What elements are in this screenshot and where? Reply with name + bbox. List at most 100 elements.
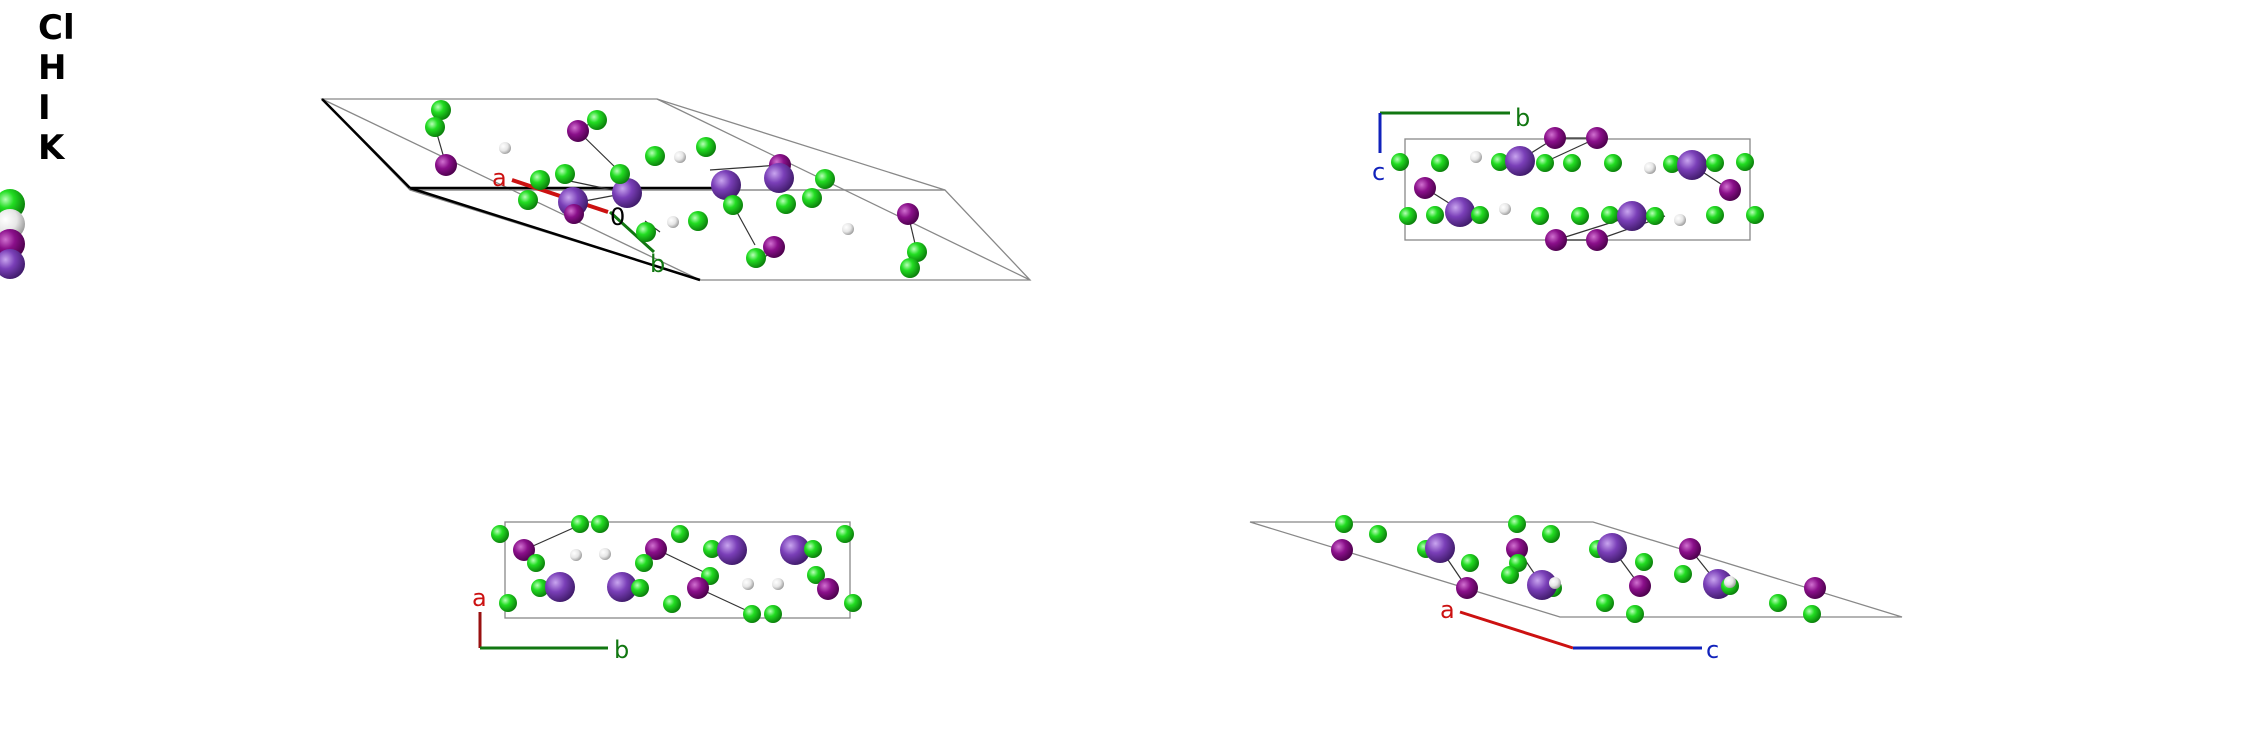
atom-i (564, 204, 584, 224)
atom-cl (555, 164, 575, 184)
atom-cl (635, 554, 653, 572)
atom-i (897, 203, 919, 225)
atom-h (674, 151, 686, 163)
atom-h (499, 142, 511, 154)
atom-cl (703, 540, 721, 558)
atom-i (817, 578, 839, 600)
atom-cl (804, 540, 822, 558)
atom-cl (776, 194, 796, 214)
atom-cl (631, 579, 649, 597)
origin-label: 0 (610, 203, 625, 231)
atom-i (1679, 538, 1701, 560)
atom-cl (1508, 515, 1526, 533)
atom-i (1456, 577, 1478, 599)
atom-cl (610, 164, 630, 184)
atom-cl (1542, 525, 1560, 543)
element-legend: Cl H I K (38, 8, 75, 168)
legend-label-k: K (38, 128, 65, 168)
atom-i (1545, 229, 1567, 251)
atoms-ab (491, 515, 862, 623)
atom-cl (1471, 206, 1489, 224)
atoms-ac (1331, 515, 1826, 623)
atom-cl (807, 566, 825, 584)
atom-cl (1596, 594, 1614, 612)
atom-k (545, 572, 575, 602)
atom-cl (907, 242, 927, 262)
atom-cl (571, 515, 589, 533)
atom-h (1724, 576, 1736, 588)
axis-label-b-persp: b (650, 250, 665, 278)
atom-cl (1536, 154, 1554, 172)
atom-cl (1769, 594, 1787, 612)
atom-cl (527, 554, 545, 572)
axis-b-perspective: b (608, 210, 665, 278)
atoms-perspective (425, 100, 927, 278)
view-along-b: a c (1249, 515, 1903, 664)
atom-cl (1674, 565, 1692, 583)
atom-i (1544, 127, 1566, 149)
atom-i (435, 154, 457, 176)
atom-i (1586, 229, 1608, 251)
view-along-c: a b (472, 515, 862, 664)
atom-h (742, 578, 754, 590)
atom-h (1644, 162, 1656, 174)
atom-cl (518, 190, 538, 210)
atom-i (1719, 179, 1741, 201)
axis-label-b-bc: b (1515, 104, 1530, 132)
atom-i (1414, 177, 1436, 199)
atom-h (1674, 214, 1686, 226)
atom-cl (1663, 155, 1681, 173)
atom-h (667, 216, 679, 228)
atom-cl (1571, 207, 1589, 225)
atom-cl (743, 605, 761, 623)
axis-label-c-ac: c (1706, 636, 1719, 664)
atom-cl (900, 258, 920, 278)
atom-h (570, 549, 582, 561)
unit-cell-ab (504, 521, 851, 619)
atom-cl (844, 594, 862, 612)
atom-i (567, 120, 589, 142)
atom-cl (587, 110, 607, 130)
atom-cl (425, 117, 445, 137)
atom-k (1505, 146, 1535, 176)
atom-cl (1626, 605, 1644, 623)
atom-k (1425, 533, 1455, 563)
legend-label-i: I (38, 88, 51, 128)
atom-k (1597, 533, 1627, 563)
atom-i (1586, 127, 1608, 149)
axis-label-c-bc: c (1372, 158, 1385, 186)
atom-cl (663, 595, 681, 613)
atom-cl (499, 594, 517, 612)
legend-label-cl: Cl (38, 8, 75, 48)
atom-i (513, 539, 535, 561)
atom-cl (1369, 525, 1387, 543)
atom-cl (530, 170, 550, 190)
legend-sphere-k (0, 249, 25, 279)
atom-i (763, 236, 785, 258)
atom-cl (1426, 206, 1444, 224)
atom-k (1527, 570, 1557, 600)
atom-cl (1491, 153, 1509, 171)
atom-cl (802, 188, 822, 208)
atom-cl (671, 525, 689, 543)
atom-k (717, 535, 747, 565)
atom-cl (1531, 207, 1549, 225)
atom-cl (431, 100, 451, 120)
atom-cl (531, 579, 549, 597)
atom-cl (1736, 153, 1754, 171)
atom-cl (1746, 206, 1764, 224)
legend-spheres (0, 189, 25, 279)
atom-cl (1706, 206, 1724, 224)
atom-cl (1399, 207, 1417, 225)
atom-cl (591, 515, 609, 533)
axis-label-a-ac: a (1440, 596, 1455, 624)
atom-k (607, 572, 637, 602)
view-along-a: b c (1372, 104, 1764, 251)
atom-cl (645, 146, 665, 166)
atom-cl (1635, 553, 1653, 571)
atom-i (1629, 575, 1651, 597)
atom-cl (1501, 566, 1519, 584)
axis-label-a-ab: a (472, 584, 487, 612)
axes-bc: b c (1372, 104, 1530, 186)
